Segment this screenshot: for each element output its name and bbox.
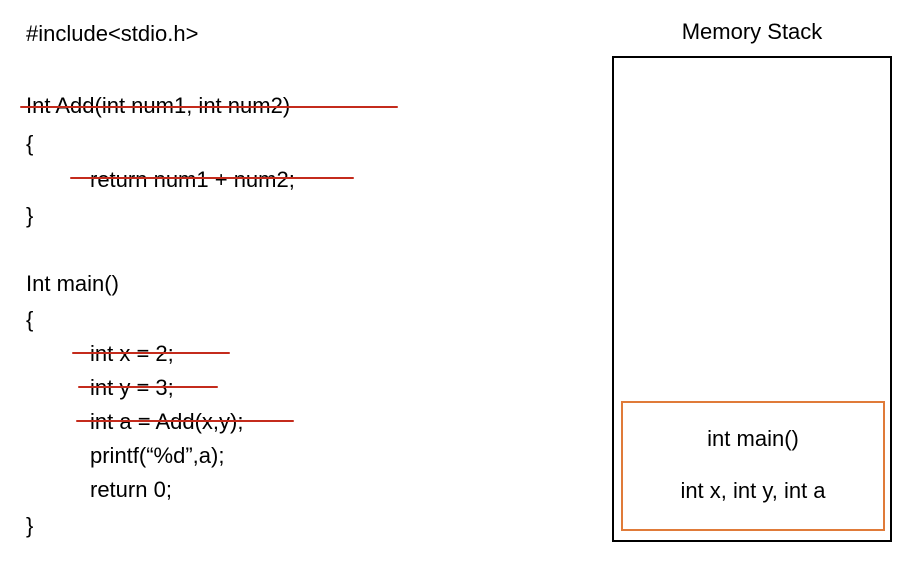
add-close-brace: } <box>26 203 34 228</box>
include-line: #include<stdio.h> <box>26 21 199 46</box>
add-open-brace: { <box>26 131 34 156</box>
return-zero-line: return 0; <box>90 477 172 502</box>
memory-stack-box <box>612 56 892 542</box>
strike-decl-a <box>76 420 294 422</box>
strike-decl-y <box>78 386 218 388</box>
frame-variables-label: int x, int y, int a <box>680 478 826 503</box>
code-listing: #include<stdio.h> Int Add(int num1, int … <box>20 21 398 538</box>
printf-line: printf(“%d”,a); <box>90 443 225 468</box>
strike-add-return <box>70 177 354 179</box>
main-close-brace: } <box>26 513 34 538</box>
memory-stack-title: Memory Stack <box>681 19 823 44</box>
strike-decl-x <box>72 352 230 354</box>
main-stack-frame: int main() int x, int y, int a <box>621 401 885 531</box>
frame-function-label: int main() <box>707 426 799 451</box>
add-return-line: return num1 + num2; <box>90 167 295 192</box>
decl-a-line: int a = Add(x,y); <box>90 409 244 434</box>
strike-add-signature <box>20 106 398 108</box>
decl-x-line: int x = 2; <box>90 341 174 366</box>
main-open-brace: { <box>26 307 34 332</box>
add-signature-line: Int Add(int num1, int num2) <box>26 93 291 118</box>
decl-y-line: int y = 3; <box>90 375 174 400</box>
main-signature-line: Int main() <box>26 271 119 296</box>
